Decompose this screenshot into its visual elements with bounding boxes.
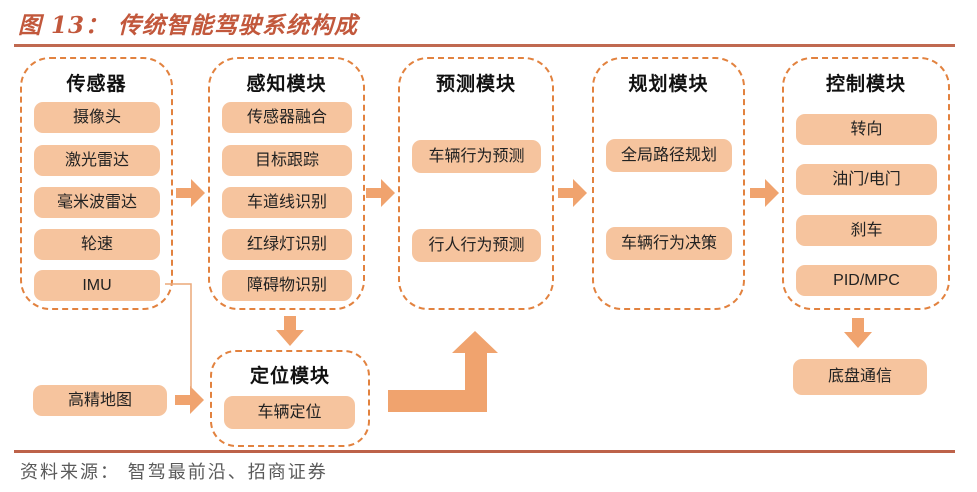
module-header: 感知模块 [246,74,327,95]
module-column-prediction: 预测模块 车辆行为预测 行人行为预测 [398,57,554,310]
diagram-box-camera: 摄像头 [34,102,160,133]
diagram-box-brake: 刹车 [796,215,937,246]
arrow-right-hdmap-to-localization-icon [175,386,204,414]
module-column-sensors: 传感器 摄像头 激光雷达 毫米波雷达 轮速 IMU [20,57,173,310]
diagram-box-throttle: 油门/电门 [796,164,937,195]
diagram-box-pedestrian-behavior-prediction: 行人行为预测 [412,229,541,262]
diagram-box-sensor-fusion: 传感器融合 [222,102,352,133]
arrow-right-planning-to-control-icon [750,179,779,207]
module-column-localization: 定位模块 车辆定位 [210,350,370,447]
footer-divider [14,450,955,453]
title-divider [14,44,955,47]
module-header: 规划模块 [628,74,709,95]
module-column-perception: 感知模块 传感器融合 目标跟踪 车道线识别 红绿灯识别 障碍物识别 [208,57,365,310]
diagram-box-pid-mpc: PID/MPC [796,265,937,296]
diagram-box-vehicle-behavior-prediction: 车辆行为预测 [412,140,541,173]
module-header: 预测模块 [435,74,516,95]
module-header: 控制模块 [825,74,906,95]
diagram-box-lidar: 激光雷达 [34,145,160,176]
diagram-box-traffic-light-recog: 红绿灯识别 [222,229,352,260]
diagram-box-vehicle-localization: 车辆定位 [224,396,355,429]
arrow-down-control-to-chassis-icon [844,318,872,348]
diagram-box-object-tracking: 目标跟踪 [222,145,352,176]
module-header: 传感器 [66,74,127,95]
module-column-planning: 规划模块 全局路径规划 车辆行为决策 [592,57,745,310]
connector-imu-to-localization-line [165,283,192,390]
diagram-box-imu: IMU [34,270,160,301]
module-column-control: 控制模块 转向 油门/电门 刹车 PID/MPC [782,57,950,310]
source-note: 资料来源： 智驾最前沿、招商证券 [20,462,328,483]
arrow-elbow-localization-to-prediction-icon [388,331,498,412]
figure-title: 图 13： 传统智能驾驶系统构成 [18,12,359,39]
diagram-box-mmwave-radar: 毫米波雷达 [34,187,160,218]
arrow-right-sensors-to-perception-icon [176,179,205,207]
diagram-box-steering: 转向 [796,114,937,145]
arrow-right-prediction-to-planning-icon [558,179,587,207]
diagram-box-hd-map: 高精地图 [33,385,167,416]
arrow-down-perception-to-localization-icon [276,316,304,346]
diagram-box-obstacle-recognition: 障碍物识别 [222,270,352,301]
diagram-box-wheel-speed: 轮速 [34,229,160,260]
arrow-right-perception-to-prediction-icon [366,179,395,207]
diagram-box-lane-recognition: 车道线识别 [222,187,352,218]
diagram-box-vehicle-behavior-decision: 车辆行为决策 [606,227,732,260]
diagram-box-chassis-communication: 底盘通信 [793,359,927,395]
diagram-box-global-path-planning: 全局路径规划 [606,139,732,172]
module-header: 定位模块 [249,366,330,387]
